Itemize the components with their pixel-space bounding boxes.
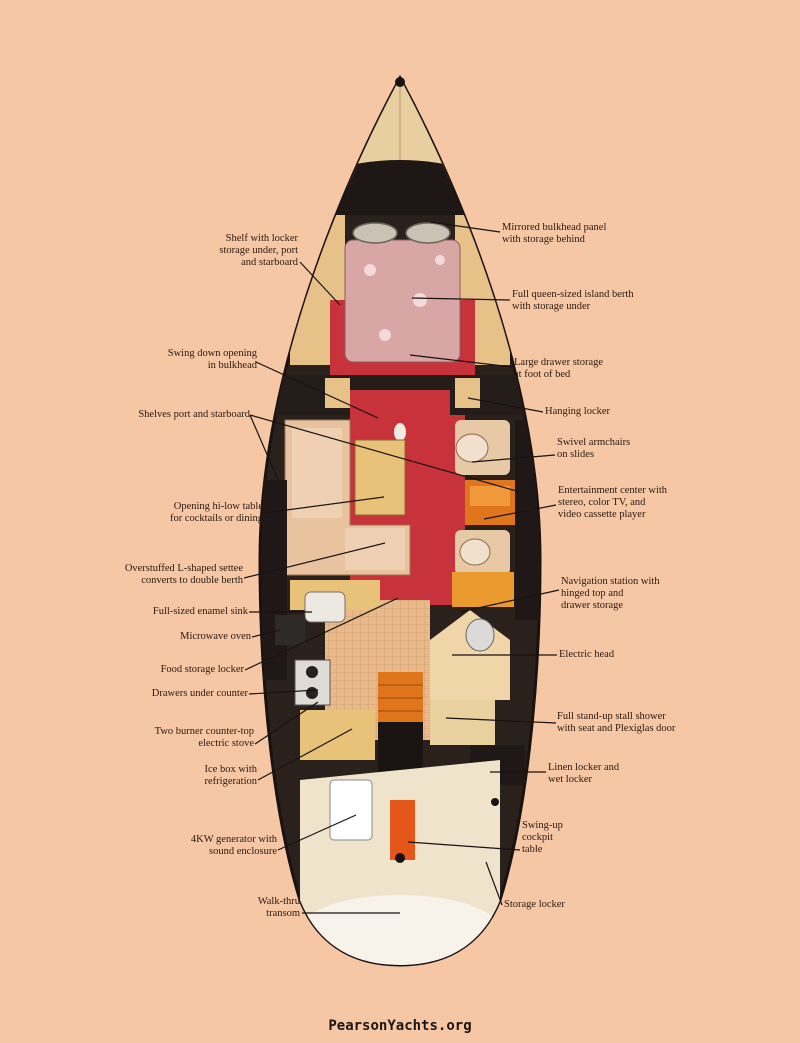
hull — [258, 74, 542, 967]
pillow-port — [352, 222, 398, 244]
label-opening-table: Opening hi-low table for cocktails or di… — [169, 501, 263, 524]
shower-stall — [430, 700, 495, 745]
label-settee: Overstuffed L-shaped settee converts to … — [124, 563, 243, 586]
companionway-steps — [378, 672, 423, 722]
label-queen-berth: Full queen-sized island berth with stora… — [512, 289, 634, 312]
enamel-sink-shape — [304, 591, 346, 623]
label-walk-thru-transom: Walk-thru transom — [257, 896, 300, 919]
label-shelf-with-locker: Shelf with locker storage under, port an… — [219, 233, 298, 268]
label-cockpit-table: Swing-up cockpit table — [522, 820, 563, 855]
label-entertainment-center: Entertainment center with stereo, color … — [558, 485, 668, 520]
generator-shape — [329, 779, 373, 841]
label-generator: 4KW generator with sound enclosure — [190, 834, 277, 857]
label-mirrored-bulkhead: Mirrored bulkhead panel with storage beh… — [502, 222, 607, 245]
label-shelves-port-starboard: Shelves port and starboard — [138, 409, 250, 420]
label-swivel-armchairs: Swivel armchairs on slides — [557, 437, 631, 460]
label-swing-down-opening: Swing down opening in bulkhead — [167, 348, 257, 371]
label-food-storage: Food storage locker — [160, 664, 244, 675]
forward-hatch — [320, 160, 480, 215]
label-ice-box: Ice box with refrigeration — [204, 764, 258, 787]
label-storage-locker: Storage locker — [504, 899, 565, 910]
ice-box-shape — [300, 710, 375, 760]
label-navigation-station: Navigation station with hinged top and d… — [561, 576, 660, 611]
watermark: PearsonYachts.org — [328, 1018, 472, 1034]
label-large-drawer: Large drawer storage at foot of bed — [514, 357, 604, 380]
label-electric-head: Electric head — [559, 649, 615, 660]
navigation-station — [452, 572, 514, 607]
saloon-table — [354, 439, 406, 516]
label-linen-locker: Linen locker and wet locker — [548, 762, 620, 785]
label-microwave: Microwave oven — [180, 631, 251, 642]
cockpit-table-shape — [390, 800, 415, 860]
label-drawers-counter: Drawers under counter — [151, 688, 248, 699]
pillow-starboard — [405, 222, 451, 244]
leader-lines — [243, 221, 560, 914]
label-stove: Two burner counter-top electric stove — [154, 726, 254, 749]
bow-fitting — [395, 77, 405, 87]
transom-shape — [300, 895, 500, 965]
label-enamel-sink: Full-sized enamel sink — [152, 606, 248, 617]
label-shower: Full stand-up stall shower with seat and… — [557, 711, 676, 734]
label-hanging-locker: Hanging locker — [545, 406, 611, 417]
